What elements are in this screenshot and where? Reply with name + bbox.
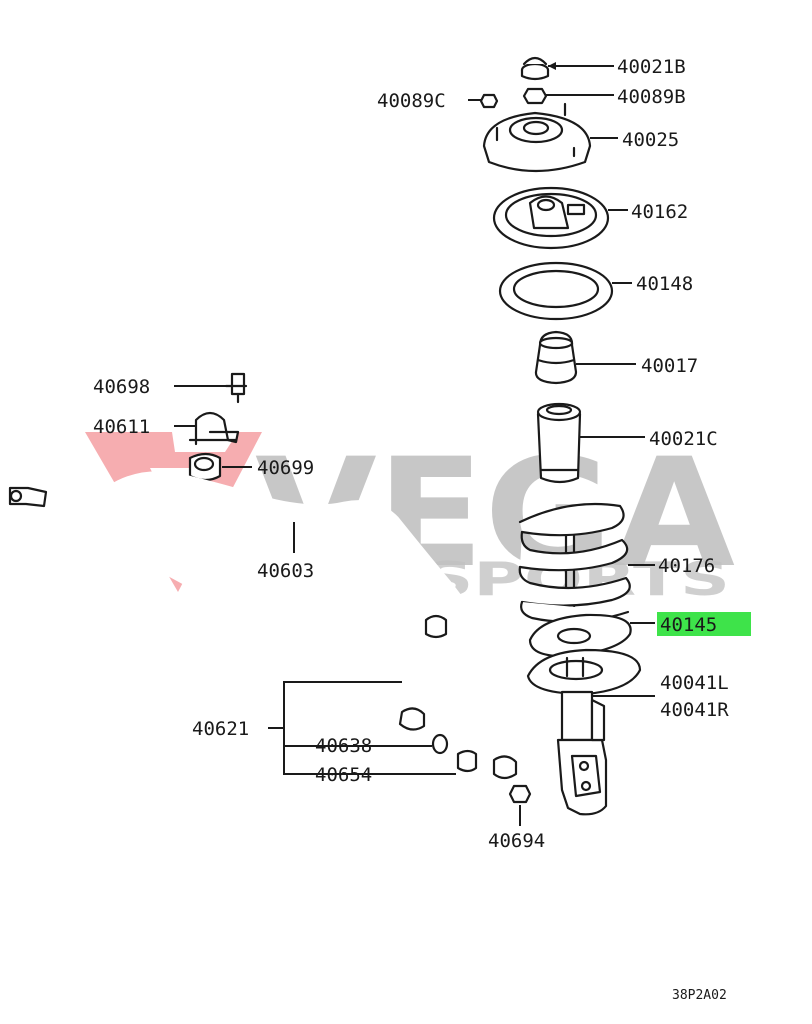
label-40017: 40017: [641, 355, 698, 377]
label-40148: 40148: [636, 273, 693, 295]
label-40041l: 40041L: [660, 672, 729, 694]
part-40611: [188, 411, 240, 446]
part-40638: [431, 733, 449, 755]
label-40089c: 40089C: [377, 90, 446, 112]
label-40654: 40654: [315, 764, 372, 786]
label-40176: 40176: [658, 555, 715, 577]
part-40089b: [522, 87, 548, 105]
label-40089b: 40089B: [617, 86, 686, 108]
label-40638: 40638: [315, 735, 372, 757]
part-40025: [482, 102, 592, 173]
part-40041: [526, 648, 642, 816]
part-40654: [456, 749, 478, 773]
label-40699: 40699: [257, 457, 314, 479]
label-40021c: 40021C: [649, 428, 718, 450]
label-40603: 40603: [257, 560, 314, 582]
part-40621: [398, 614, 448, 731]
part-40162: [492, 186, 610, 250]
part-40698: [224, 372, 248, 404]
part-40699: [188, 452, 222, 482]
label-40621: 40621: [192, 718, 249, 740]
label-40025: 40025: [622, 129, 679, 151]
part-40021b: [520, 56, 550, 81]
part-40017: [534, 330, 578, 385]
label-40611: 40611: [93, 416, 150, 438]
part-40148: [498, 261, 614, 321]
label-40162: 40162: [631, 201, 688, 223]
diagram-code: 38P2A02: [672, 988, 727, 1003]
label-40041r: 40041R: [660, 699, 729, 721]
leader-lines: [174, 62, 655, 826]
part-40021c: [536, 402, 582, 484]
part-40089c: [479, 93, 499, 109]
label-40145: 40145: [660, 614, 717, 636]
part-40694: [508, 784, 532, 804]
part-40603: [8, 471, 518, 780]
label-40694: 40694: [488, 830, 545, 852]
label-40698: 40698: [93, 376, 150, 398]
highlight-box-40145: [657, 612, 751, 636]
label-40021b: 40021B: [617, 56, 686, 78]
